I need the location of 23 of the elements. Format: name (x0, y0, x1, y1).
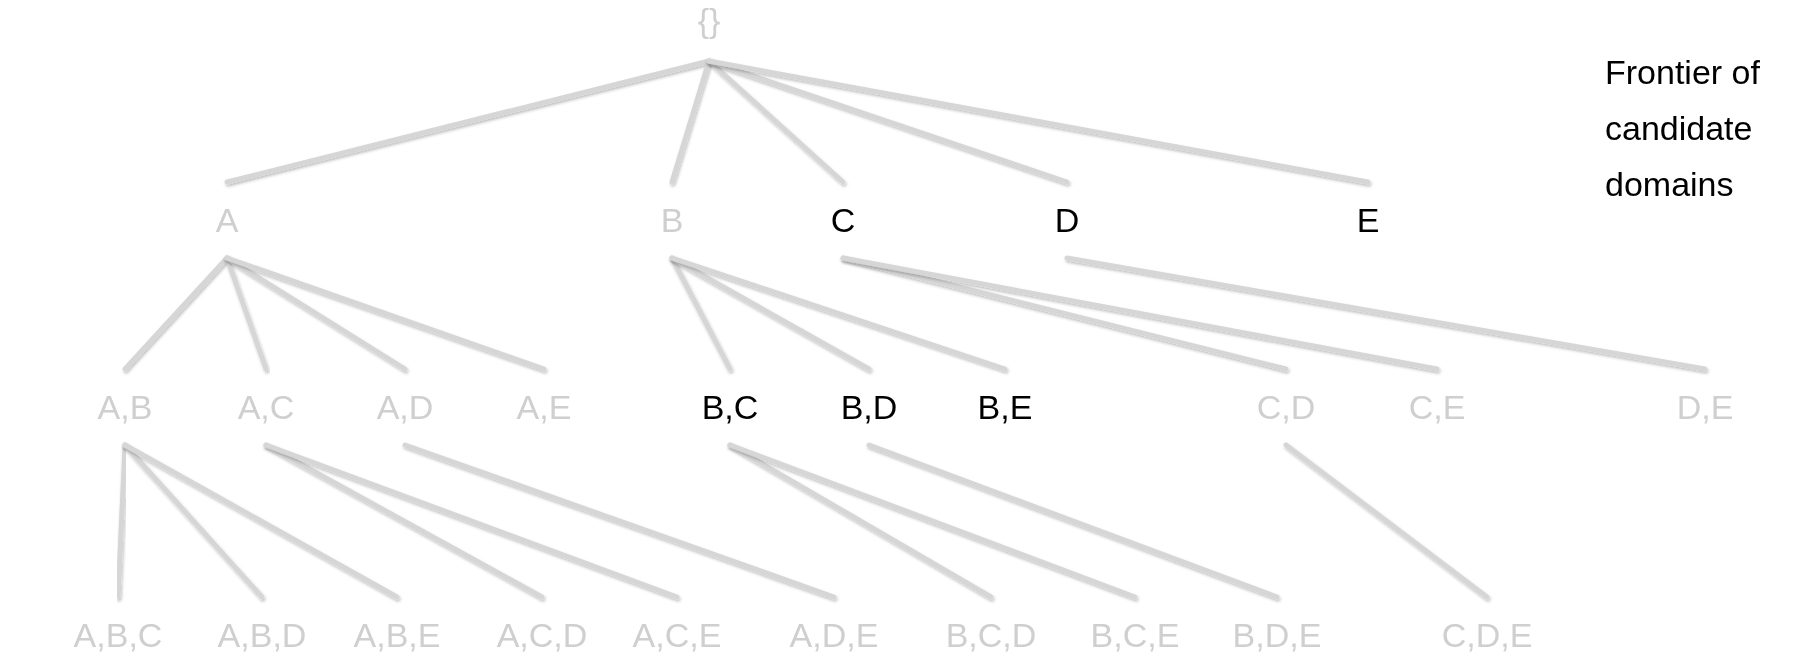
tree-edge (263, 442, 680, 600)
tree-edge (122, 442, 400, 600)
tree-edge (727, 442, 994, 600)
tree-edge (669, 255, 1008, 372)
tree-edge (122, 442, 265, 600)
tree-edge (1283, 442, 1490, 600)
tree-edge (402, 442, 837, 600)
tree-edge (263, 442, 545, 600)
set-label: E (1356, 200, 1380, 240)
tree-edge (224, 255, 408, 372)
tree-edge (727, 442, 1138, 600)
set-label: B,C (701, 387, 759, 427)
set-label: B,D (840, 387, 898, 427)
note-text: Frontier of candidate domains (1605, 52, 1761, 205)
set-label: D (1054, 200, 1080, 240)
tree-edge (1064, 255, 1708, 372)
tree-edge (866, 442, 1280, 600)
set-label: C (830, 200, 856, 240)
tree-edge (840, 255, 1440, 372)
tree-edge (669, 255, 872, 372)
set-label: {} (697, 0, 721, 40)
tree-edge (669, 255, 733, 372)
set-label: B,E (977, 387, 1033, 427)
